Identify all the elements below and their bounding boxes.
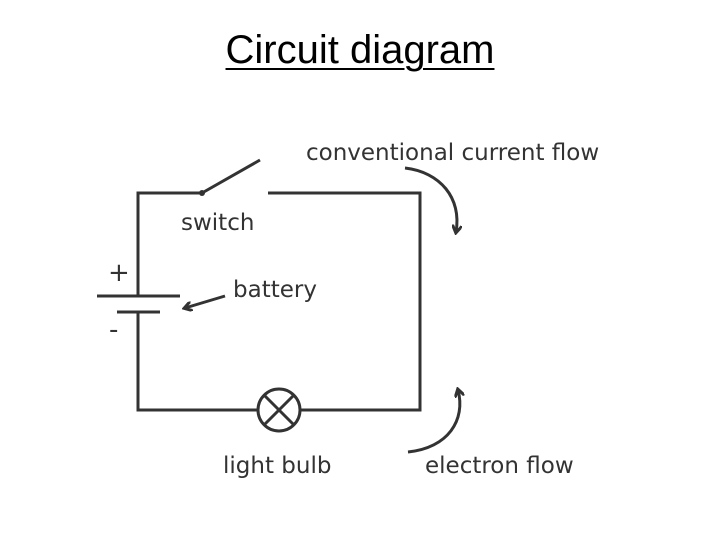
- light-bulb-symbol: [256, 387, 302, 433]
- electron-flow-arrow: [407, 390, 460, 454]
- conventional-current-label: conventional current flow: [306, 140, 599, 166]
- circuit-wires: [136, 191, 422, 412]
- battery-pointer-arrow: [185, 294, 226, 308]
- conventional-current-arrow: [404, 166, 457, 232]
- battery-label: battery: [233, 277, 317, 303]
- bottom-left-wire: [136, 312, 258, 412]
- right-wire: [268, 191, 422, 412]
- page-title: Circuit diagram: [225, 28, 495, 72]
- switch-lever: [201, 158, 261, 195]
- switch-label: switch: [181, 210, 254, 236]
- left-top-wire: [136, 191, 202, 296]
- battery-symbol: [97, 294, 180, 314]
- plus-sign: +: [108, 258, 130, 288]
- minus-sign: -: [109, 315, 118, 345]
- switch-symbol: [199, 158, 261, 196]
- light-bulb-label: light bulb: [223, 453, 331, 479]
- bulb-cross-b: [262, 393, 296, 427]
- electron-flow-label: electron flow: [425, 453, 574, 479]
